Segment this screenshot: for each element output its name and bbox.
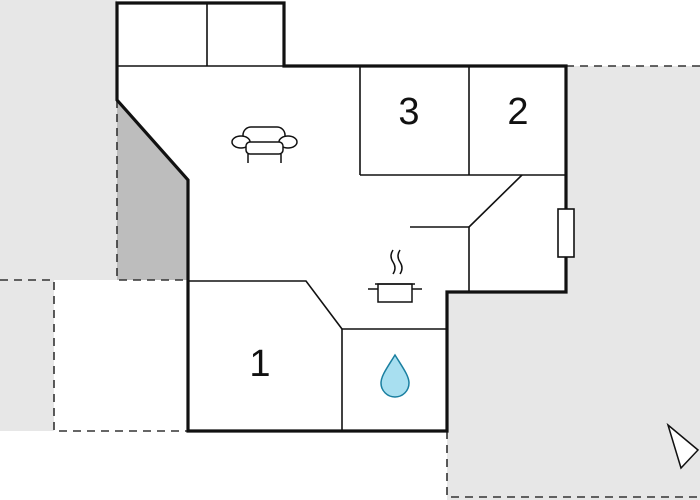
boundary-bottom-right [446,431,700,498]
terrace-bottom-left [0,280,54,431]
terrace-left [0,0,117,280]
shaded-roof-area [117,100,188,280]
cooking-pot-icon [368,249,422,303]
boundary-left [116,100,188,281]
wall-hall-diagonal [468,174,523,228]
interior-walls [117,3,566,431]
boundary-bottom-left [0,279,188,432]
room-number-1: 1 [249,343,270,385]
exterior-walls [115,1,568,433]
terrace-boundaries [0,65,700,498]
sofa-icon [231,126,298,163]
room-number-3: 3 [398,91,419,133]
window-icon [557,208,575,258]
water-drop-icon [380,353,410,398]
room-number-2: 2 [507,91,528,133]
terrace-right [447,66,700,500]
compass-arrow-icon [666,422,700,470]
wall-room1-top [188,280,343,330]
